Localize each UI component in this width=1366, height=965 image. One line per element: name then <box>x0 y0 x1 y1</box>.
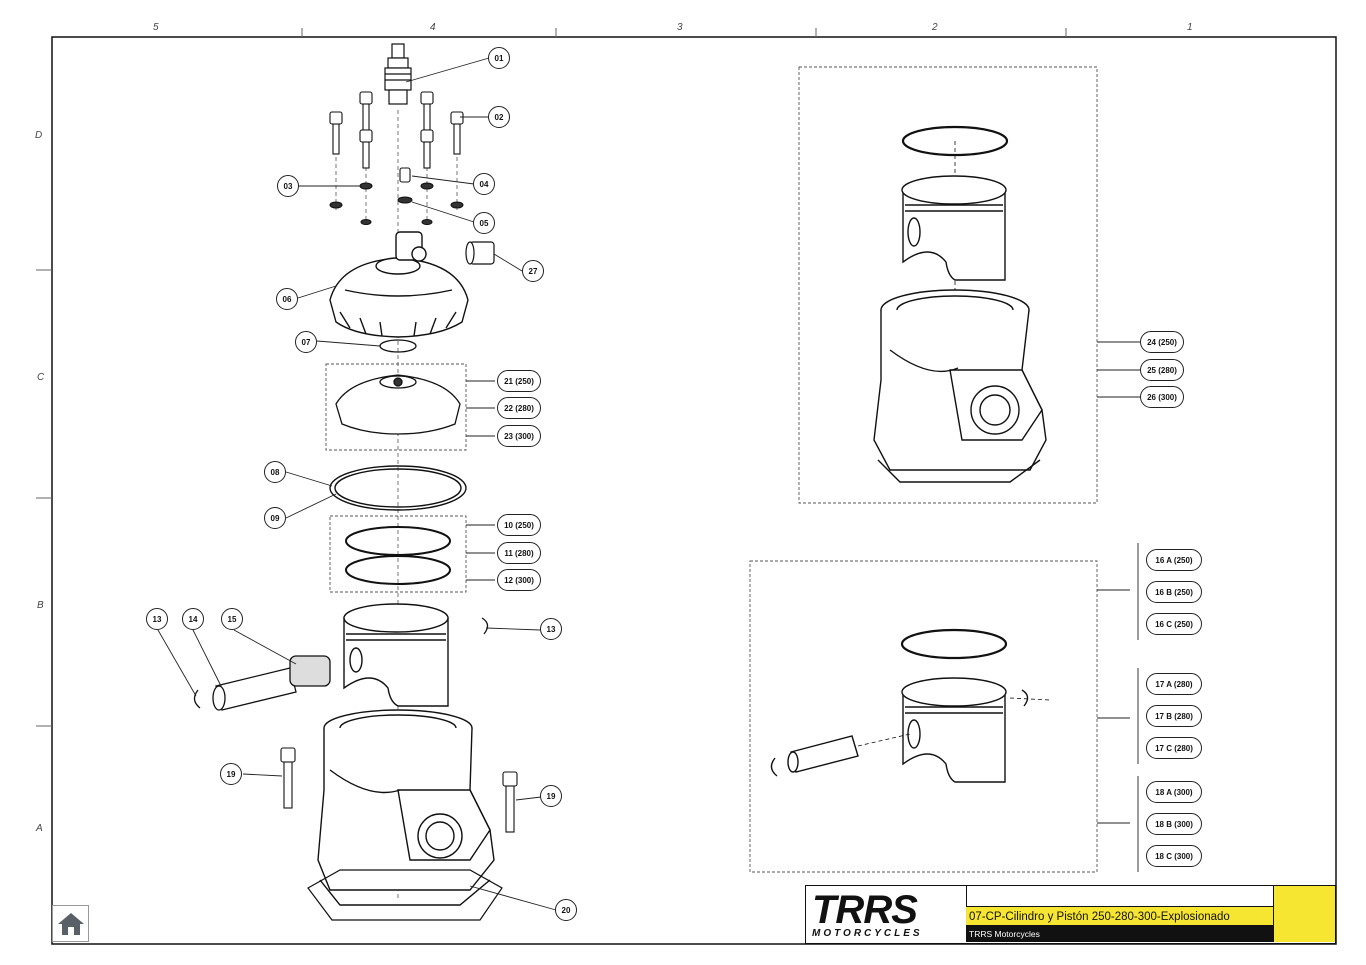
group-box-cylinder-kit <box>798 66 1098 504</box>
group-box-piston-kit <box>749 560 1098 873</box>
spark-plug <box>384 43 412 105</box>
trrs-logo: TRRS MOTORCYCLES <box>806 886 967 942</box>
column-label-3: 3 <box>677 22 683 33</box>
callout-16a: 16 A (250) <box>1146 549 1202 571</box>
callout-06: 06 <box>276 288 298 310</box>
callout-07: 07 <box>295 331 317 353</box>
piston-kit-assembly <box>770 628 1051 783</box>
column-label-4: 4 <box>430 22 436 33</box>
callout-17b: 17 B (280) <box>1146 705 1202 727</box>
column-label-1: 1 <box>1187 22 1193 33</box>
grid-ticks <box>36 28 1067 727</box>
leader-lines <box>157 57 557 911</box>
home-icon <box>57 912 84 935</box>
cylinder-kit-assembly <box>873 125 1047 483</box>
callout-20: 20 <box>555 899 577 921</box>
base-gaskets <box>329 465 467 511</box>
home-button[interactable] <box>52 905 89 942</box>
callout-26: 26 (300) <box>1140 386 1184 408</box>
callout-16b: 16 B (250) <box>1146 581 1202 603</box>
callout-15: 15 <box>221 608 243 630</box>
callout-18c: 18 C (300) <box>1146 845 1202 867</box>
row-label-c: C <box>37 372 45 383</box>
shield-emblem <box>1273 886 1335 942</box>
callout-17a: 17 A (280) <box>1146 673 1202 695</box>
callout-25: 25 (280) <box>1140 359 1184 381</box>
callout-14: 14 <box>182 608 204 630</box>
callout-11: 11 (280) <box>497 542 541 564</box>
callout-08: 08 <box>264 461 286 483</box>
cylinder-head <box>329 231 469 338</box>
callout-05: 05 <box>473 212 495 234</box>
piston-rings <box>345 526 451 585</box>
callout-23: 23 (300) <box>497 425 541 447</box>
callout-03: 03 <box>277 175 299 197</box>
column-label-2: 2 <box>932 22 938 33</box>
callout-13-left: 13 <box>146 608 168 630</box>
piston <box>343 603 449 707</box>
cylinder-bolts <box>280 747 518 833</box>
callout-22: 22 (280) <box>497 397 541 419</box>
callout-16c: 16 C (250) <box>1146 613 1202 635</box>
callout-01: 01 <box>488 47 510 69</box>
callout-09: 09 <box>264 507 286 529</box>
callout-17c: 17 C (280) <box>1146 737 1202 759</box>
group-box-head-insert <box>325 363 467 451</box>
head-insert <box>335 374 461 435</box>
callout-04: 04 <box>473 173 495 195</box>
head-bolts <box>329 91 464 183</box>
callout-19-left: 19 <box>220 763 242 785</box>
callout-24: 24 (250) <box>1140 331 1184 353</box>
piston-pin-parts <box>193 617 489 711</box>
callout-18a: 18 A (300) <box>1146 781 1202 803</box>
row-label-b: B <box>37 600 44 611</box>
logo-wordmark: TRRS <box>812 888 918 932</box>
column-label-5: 5 <box>153 22 159 33</box>
cylinder <box>317 709 495 906</box>
callout-10: 10 (250) <box>497 514 541 536</box>
group-box-piston-rings <box>329 515 467 593</box>
title-block: TRRS MOTORCYCLES 07-CP-Cilindro y Pistón… <box>805 885 1336 944</box>
callout-21: 21 (250) <box>497 370 541 392</box>
hose-fitting <box>465 241 495 265</box>
callout-18b: 18 B (300) <box>1146 813 1202 835</box>
row-label-d: D <box>35 130 43 141</box>
drawing-title: 07-CP-Cilindro y Pistón 250-280-300-Expl… <box>966 906 1273 926</box>
callout-13-right: 13 <box>540 618 562 640</box>
company-name: TRRS Motorcycles <box>966 926 1273 942</box>
callout-27: 27 <box>522 260 544 282</box>
callout-19-right: 19 <box>540 785 562 807</box>
callout-02: 02 <box>488 106 510 128</box>
callout-12: 12 (300) <box>497 569 541 591</box>
bracket-piston-kit <box>1097 543 1139 872</box>
washers <box>329 182 464 225</box>
row-label-a: A <box>36 823 43 834</box>
drawing-border <box>51 36 1337 945</box>
bracket-cylinder-kit <box>1097 341 1140 398</box>
cylinder-base-gasket <box>307 869 503 921</box>
logo-subtext: MOTORCYCLES <box>812 928 923 939</box>
